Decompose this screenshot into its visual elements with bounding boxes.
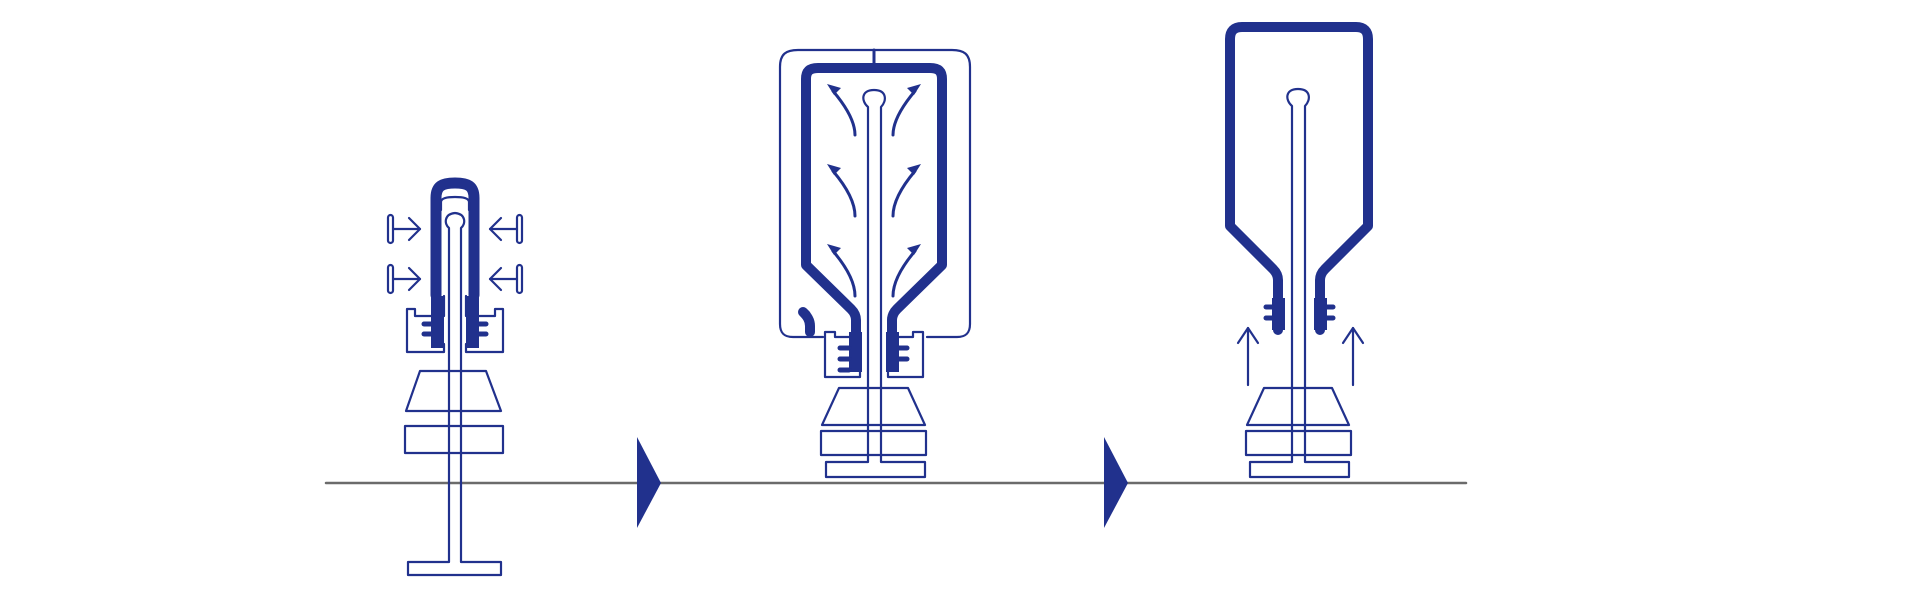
stage-2-trapezoid <box>820 386 927 427</box>
stage-2-assembly <box>778 48 972 479</box>
stage-1-trapezoid <box>404 369 503 413</box>
up-arrow-icon <box>1236 326 1260 345</box>
airflow-arrow-icon <box>907 164 921 175</box>
stage-2-mold <box>798 63 947 337</box>
stage-3-trapezoid <box>1245 386 1351 427</box>
stage-1-neck-right-fill <box>466 296 479 348</box>
stage-1-assembly <box>386 177 524 577</box>
airflow-arrow-icon <box>907 244 921 255</box>
stage-1-core-rod <box>406 211 503 577</box>
stage-1-mold <box>430 177 480 301</box>
stage-1-mold-inner <box>439 195 471 212</box>
stage-2-neck-left <box>823 330 862 379</box>
airflow-arrow-icon <box>891 89 917 137</box>
play-triangle-icon <box>1104 437 1128 528</box>
stage-3-core-rod <box>1248 87 1351 479</box>
airflow-arrow-icon <box>907 84 921 95</box>
stage-3-assembly <box>1225 22 1373 479</box>
stage-2-base <box>819 429 928 457</box>
play-triangle-icon <box>637 437 661 528</box>
airflow-arrow-icon <box>831 89 857 137</box>
stage-1-base <box>403 424 505 455</box>
stage-2-neck-left-fill <box>849 332 862 372</box>
airflow-arrow-icon <box>827 244 841 255</box>
airflow-arrow-icon <box>827 84 841 95</box>
stage-2-airflow-arrows <box>827 84 921 298</box>
stage-1-arrows-right <box>488 213 524 295</box>
stage-1-neck-left-fill <box>431 296 444 348</box>
up-arrow-icon <box>1341 326 1365 345</box>
stage-2-neck-right <box>886 330 925 379</box>
stage-3-mold <box>1225 22 1373 335</box>
stage-1-arrows-left <box>386 213 422 295</box>
stage-2-neck-right-fill <box>886 332 899 372</box>
stage-3-up-arrows <box>1236 326 1365 387</box>
stage-3-neck-right-fill <box>1314 298 1327 330</box>
airflow-arrow-icon <box>891 249 917 298</box>
stage-3-neck-left-fill <box>1272 298 1285 330</box>
airflow-arrow-icon <box>827 164 841 175</box>
stage-3-base <box>1244 429 1353 457</box>
stage-2-core-rod <box>824 88 927 479</box>
airflow-arrow-icon <box>831 249 857 298</box>
airflow-arrow-icon <box>831 169 857 218</box>
airflow-arrow-icon <box>891 169 917 218</box>
